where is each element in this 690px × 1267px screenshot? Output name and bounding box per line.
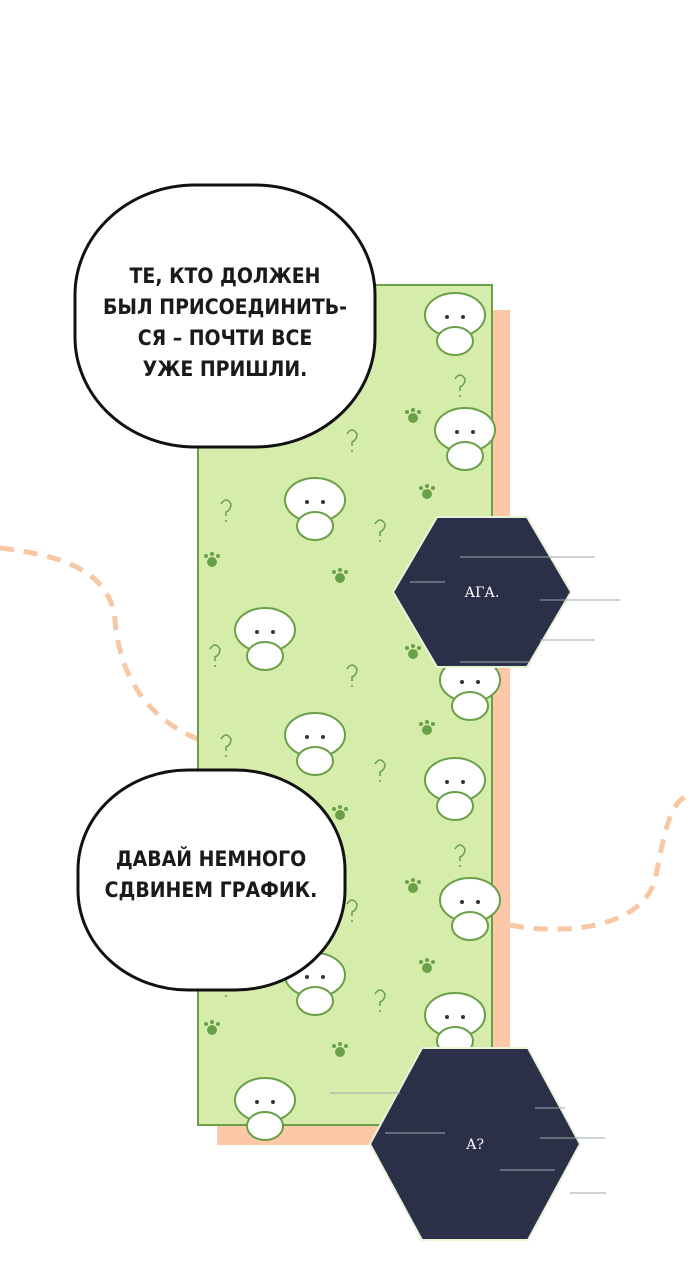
paw-icon bbox=[422, 963, 432, 973]
hexagon-2-text: А? bbox=[466, 1137, 484, 1153]
dashed-curve-left bbox=[0, 545, 201, 743]
glitch-lines-1 bbox=[410, 556, 620, 663]
question-mark-icon bbox=[454, 844, 466, 867]
bubble-2-line-2: СДВИНЕМ ГРАФИК. bbox=[105, 878, 318, 902]
paw-icon bbox=[422, 489, 432, 499]
question-mark-icon bbox=[346, 429, 358, 452]
paw-icon bbox=[408, 413, 418, 423]
dashed-curve-right bbox=[509, 792, 690, 932]
paw-icon bbox=[408, 649, 418, 659]
question-mark-icon bbox=[220, 499, 232, 522]
bubble-1-line-1: ТЕ, КТО ДОЛЖЕН bbox=[130, 264, 321, 288]
speech-bubble-2 bbox=[76, 768, 347, 992]
paw-icon bbox=[207, 1025, 217, 1035]
question-mark-icon bbox=[346, 899, 358, 922]
paw-icon bbox=[335, 1047, 345, 1057]
question-mark-icon bbox=[374, 759, 386, 782]
hexagon-bubble-1 bbox=[391, 516, 573, 668]
question-mark-icon bbox=[346, 664, 358, 687]
bubble-2-line-1: ДАВАЙ НЕМНОГО bbox=[116, 846, 306, 871]
paw-icon bbox=[335, 810, 345, 820]
hexagon-bubble-2 bbox=[368, 1047, 582, 1241]
question-mark-icon bbox=[220, 734, 232, 757]
bubble-1-line-3: СЯ – ПОЧТИ ВСЕ bbox=[138, 326, 313, 350]
question-mark-icon bbox=[374, 519, 386, 542]
bubble-1-line-2: БЫЛ ПРИСОЕДИНИТЬ- bbox=[103, 295, 347, 319]
speech-bubble-1 bbox=[73, 183, 377, 449]
bubble-1-line-4: УЖЕ ПРИШЛИ. bbox=[143, 357, 308, 381]
question-mark-icon bbox=[209, 644, 221, 667]
question-mark-icon bbox=[454, 374, 466, 397]
question-mark-icon bbox=[374, 989, 386, 1012]
glitch-lines-2 bbox=[330, 1092, 606, 1194]
paw-icon bbox=[335, 573, 345, 583]
hexagon-1-text: АГА. bbox=[465, 585, 500, 601]
paw-icon bbox=[408, 883, 418, 893]
paw-icon bbox=[207, 557, 217, 567]
paw-icon bbox=[422, 725, 432, 735]
